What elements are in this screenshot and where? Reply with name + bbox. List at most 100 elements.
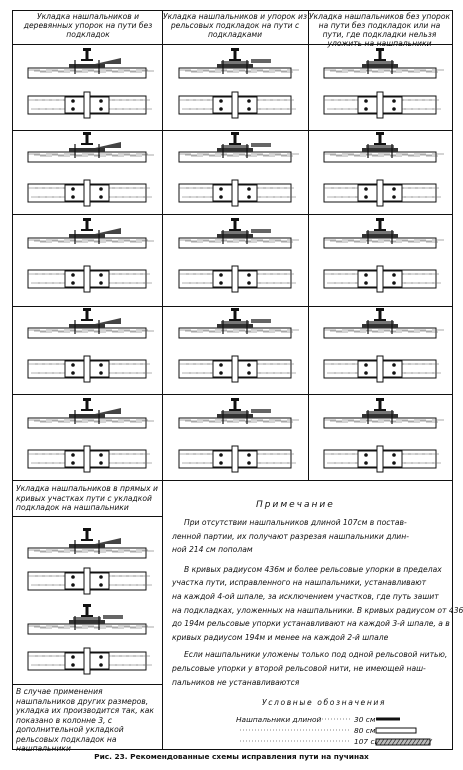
rail-plan	[231, 91, 239, 119]
spike-head	[364, 371, 368, 375]
rail-plan	[83, 265, 91, 293]
rail-plan	[231, 355, 239, 383]
rail-base	[229, 143, 241, 145]
brace-block	[95, 408, 121, 414]
spike-head	[99, 187, 103, 191]
sleeper	[178, 237, 292, 249]
spike-head	[392, 363, 396, 367]
rail-plan	[231, 445, 239, 473]
spike-head	[392, 281, 396, 285]
legend-length-2: 80 см	[354, 726, 376, 735]
rail-web	[85, 531, 89, 539]
legend-bar-80	[375, 727, 417, 734]
rail-plan	[376, 179, 384, 207]
row-divider-3	[12, 306, 453, 307]
brace-block	[95, 58, 121, 64]
rail-head	[231, 308, 239, 311]
sleeper	[323, 67, 437, 79]
legend-title: Условные обозначения	[262, 698, 387, 707]
spike-head	[219, 281, 223, 285]
tie-plate	[221, 321, 249, 324]
rail-base	[229, 59, 241, 61]
note-line: ной 214 см пополам	[172, 545, 253, 555]
shim-pad	[69, 64, 105, 68]
note-line: участка пути, исправленного на нашпальни…	[172, 578, 427, 588]
note-line: ленной партии, их получают разрезая нашп…	[172, 531, 409, 541]
legend-label-1: Нашпальники длиной	[236, 715, 322, 724]
sleeper	[27, 327, 147, 339]
spike-head	[364, 363, 368, 367]
spike-head	[71, 583, 75, 587]
spike-head	[71, 99, 75, 103]
spike-head	[99, 99, 103, 103]
legend-hatch	[399, 738, 405, 746]
spike-head	[71, 453, 75, 457]
sleeper	[178, 417, 292, 429]
spike-head	[392, 273, 396, 277]
spike-head	[99, 363, 103, 367]
rail-web	[233, 311, 237, 319]
brace-block	[95, 228, 121, 234]
spike-head	[364, 107, 368, 111]
rail-web	[85, 51, 89, 59]
sleeper	[27, 237, 147, 249]
rail-web	[85, 401, 89, 409]
note-line: на каждой 4-ой шпале, за исключением уча…	[172, 592, 439, 601]
rail-web	[233, 135, 237, 143]
shim-pad	[69, 544, 105, 548]
tie-plate	[221, 231, 249, 234]
sleeper	[27, 151, 147, 163]
rail-web	[378, 135, 382, 143]
brace-plate	[251, 409, 271, 413]
rail-base	[374, 319, 386, 321]
legend-hatch	[391, 738, 397, 746]
rail-base	[229, 409, 241, 411]
spike-head	[247, 195, 251, 199]
rail-base	[374, 59, 386, 61]
rail-head	[83, 218, 91, 221]
sleeper	[27, 623, 147, 635]
sleeper	[323, 237, 437, 249]
rail-web	[378, 221, 382, 229]
tie-plate	[221, 411, 249, 414]
legend-hatch	[427, 738, 433, 746]
sleeper	[178, 327, 292, 339]
left-panel-divider-a	[12, 516, 162, 517]
rail-base	[81, 319, 93, 321]
header-divider	[12, 44, 453, 45]
shim-pad	[69, 234, 105, 238]
brace-block	[95, 142, 121, 148]
rail-head	[376, 48, 384, 51]
left-panel-divider-b	[12, 684, 162, 685]
sleeper	[323, 151, 437, 163]
rail-base	[81, 539, 93, 541]
legend-hatch	[411, 738, 417, 746]
rail-plan	[376, 445, 384, 473]
spike-head	[247, 273, 251, 277]
rail-base	[229, 229, 241, 231]
legend-hatch	[415, 738, 421, 746]
figure-frame	[12, 10, 453, 750]
spike-head	[247, 363, 251, 367]
spike-head	[392, 461, 396, 465]
sleeper	[27, 67, 147, 79]
spike-head	[247, 453, 251, 457]
note-line: кривых радиусом 194м и менее на каждой 2…	[172, 632, 389, 642]
rail-plan	[231, 179, 239, 207]
legend-hatch	[419, 738, 425, 746]
shim-pad	[217, 64, 253, 68]
note-line: до 194м рельсовые упорки устанавливают н…	[172, 619, 450, 629]
spike-head	[364, 273, 368, 277]
spike-head	[71, 107, 75, 111]
rail-web	[233, 221, 237, 229]
rail-base	[81, 229, 93, 231]
row-divider-5	[12, 480, 453, 481]
rail-plan	[376, 91, 384, 119]
brace-plate	[251, 143, 271, 147]
spike-head	[219, 187, 223, 191]
rail-web	[85, 221, 89, 229]
spike-head	[99, 195, 103, 199]
column-header-1: Укладка нашпальников и деревянных упорок…	[23, 12, 153, 39]
spike-head	[219, 99, 223, 103]
